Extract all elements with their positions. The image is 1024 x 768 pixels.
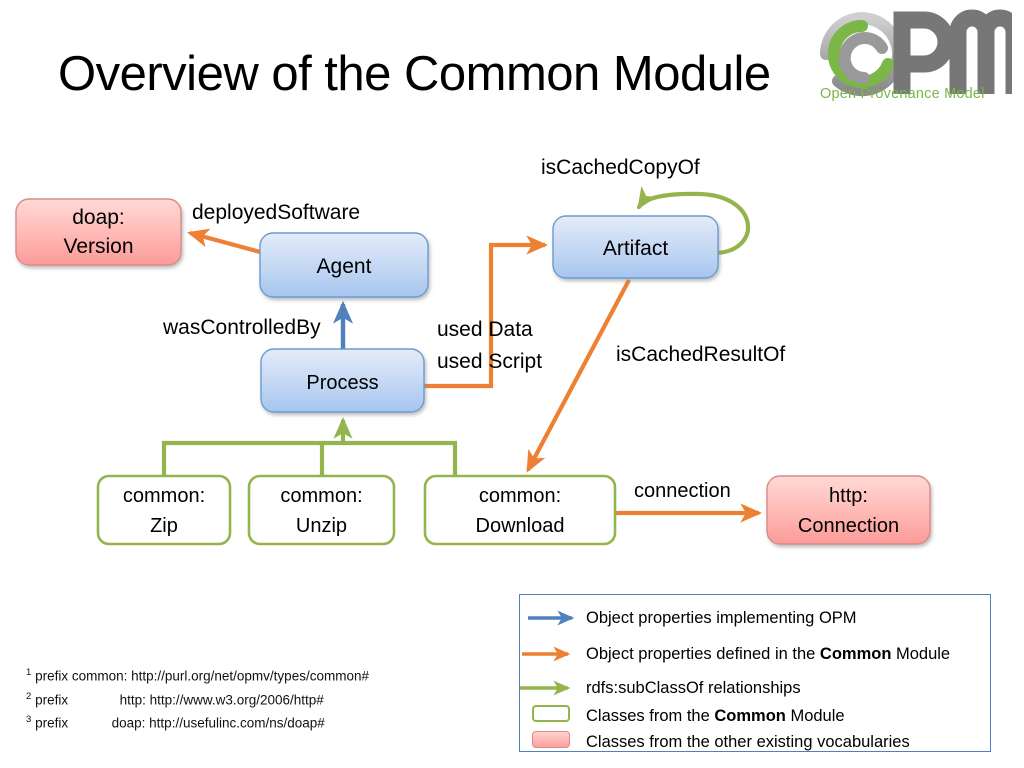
- node-label-doap-version-2: Version: [63, 235, 133, 258]
- edge-is-cached-copy-of: [636, 186, 751, 256]
- logo-spiral-green: [827, 19, 894, 88]
- footnote-prefix-3: doap:: [111, 715, 146, 731]
- legend-label-common-classes-bold: Common: [714, 706, 786, 725]
- node-label-http-connection-1: http:: [829, 485, 868, 507]
- footnote-1: 1 prefix common: http://purl.org/net/opm…: [26, 663, 369, 687]
- page-title: Overview of the Common Module: [58, 47, 771, 101]
- common-class-swatch-icon: [520, 705, 586, 727]
- legend-row-subclassof: rdfs:subClassOf relationships: [520, 677, 801, 699]
- legend-label-common-properties-bold: Common: [819, 644, 892, 663]
- legend-label-subclassof: rdfs:subClassOf relationships: [586, 678, 801, 697]
- node-label-process: Process: [306, 372, 378, 394]
- node-label-common-download-2: Download: [476, 515, 565, 537]
- legend-label-opm-properties: Object properties implementing OPM: [586, 608, 857, 627]
- edge-label-used-data: used Data: [437, 318, 533, 341]
- node-http-connection[interactable]: http: Connection: [766, 475, 931, 545]
- node-common-download[interactable]: common: Download: [423, 474, 617, 546]
- legend-label-common-classes-after: Module: [785, 706, 845, 725]
- logo-tagline: Open Provenance Model: [820, 86, 985, 102]
- footnote-label-3: prefix: [35, 715, 69, 731]
- node-process[interactable]: Process: [260, 348, 425, 413]
- edge-subclassof-tree: [161, 416, 458, 476]
- legend-panel: Object properties implementing OPM Objec…: [519, 594, 991, 752]
- edge-label-deployed-software: deployedSoftware: [192, 201, 360, 224]
- legend-label-common-classes-before: Classes from the: [586, 706, 715, 725]
- footnote-label-1: prefix common:: [35, 668, 128, 684]
- node-label-common-unzip-1: common:: [280, 485, 362, 507]
- node-agent[interactable]: Agent: [259, 232, 429, 298]
- orange-arrow-icon: [520, 643, 586, 665]
- legend-row-other-classes: Classes from the other existing vocabula…: [520, 731, 910, 753]
- node-common-unzip[interactable]: common: Unzip: [247, 474, 396, 546]
- footnote-uri-3: http://usefulinc.com/ns/doap#: [149, 715, 325, 731]
- footnote-3: 3 prefix doap: http://usefulinc.com/ns/d…: [26, 710, 369, 734]
- legend-label-common-properties-after: Module: [891, 644, 951, 663]
- legend-label-common-properties-before: Object properties defined in the: [586, 644, 820, 663]
- edge-label-is-cached-copy-of: isCachedCopyOf: [541, 156, 700, 179]
- edge-label-is-cached-result-of: isCachedResultOf: [616, 343, 785, 366]
- node-label-common-zip-1: common:: [123, 485, 205, 507]
- green-arrow-icon: [520, 677, 586, 699]
- edge-is-cached-result-of: [526, 279, 631, 473]
- logo-spiral-inner: [838, 32, 888, 84]
- footnote-uri-1: http://purl.org/net/opmv/types/common#: [131, 668, 369, 684]
- footnote-prefix-2: http:: [119, 692, 146, 707]
- blue-arrow-icon: [520, 607, 586, 629]
- legend-row-opm-properties: Object properties implementing OPM: [520, 607, 857, 629]
- node-artifact[interactable]: Artifact: [552, 215, 719, 279]
- node-label-artifact: Artifact: [603, 237, 669, 260]
- footnote-marker-2: 2: [26, 690, 32, 702]
- footnotes: 1 prefix common: http://purl.org/net/opm…: [26, 663, 369, 734]
- edge-label-connection: connection: [634, 480, 731, 502]
- logo-letter-p: [893, 11, 955, 94]
- edge-label-used-script: used Script: [437, 350, 542, 373]
- footnote-uri-2: http://www.w3.org/2006/http#: [149, 692, 324, 707]
- node-label-agent: Agent: [317, 255, 372, 278]
- node-label-http-connection-2: Connection: [798, 515, 899, 537]
- node-doap-version[interactable]: doap: Version: [15, 198, 182, 266]
- node-common-zip[interactable]: common: Zip: [96, 474, 232, 546]
- legend-row-common-classes: Classes from the Common Module: [520, 705, 845, 727]
- footnote-marker-1: 1: [26, 667, 32, 678]
- node-label-doap-version-1: doap:: [72, 206, 125, 229]
- edge-label-was-controlled-by: wasControlledBy: [162, 316, 321, 339]
- other-class-swatch-icon: [520, 731, 586, 753]
- node-label-common-unzip-2: Unzip: [296, 515, 347, 537]
- edge-deployed-software: [187, 228, 265, 256]
- node-label-common-download-1: common:: [479, 485, 561, 507]
- edge-used-data-script: [424, 235, 549, 389]
- legend-row-common-properties: Object properties defined in the Common …: [520, 643, 950, 665]
- node-label-common-zip-2: Zip: [150, 515, 178, 537]
- footnote-label-2: prefix: [35, 692, 69, 707]
- legend-label-other-classes: Classes from the other existing vocabula…: [586, 732, 910, 751]
- footnote-2: 2 prefix http: http://www.w3.org/2006/ht…: [26, 687, 369, 711]
- footnote-marker-3: 3: [26, 714, 32, 725]
